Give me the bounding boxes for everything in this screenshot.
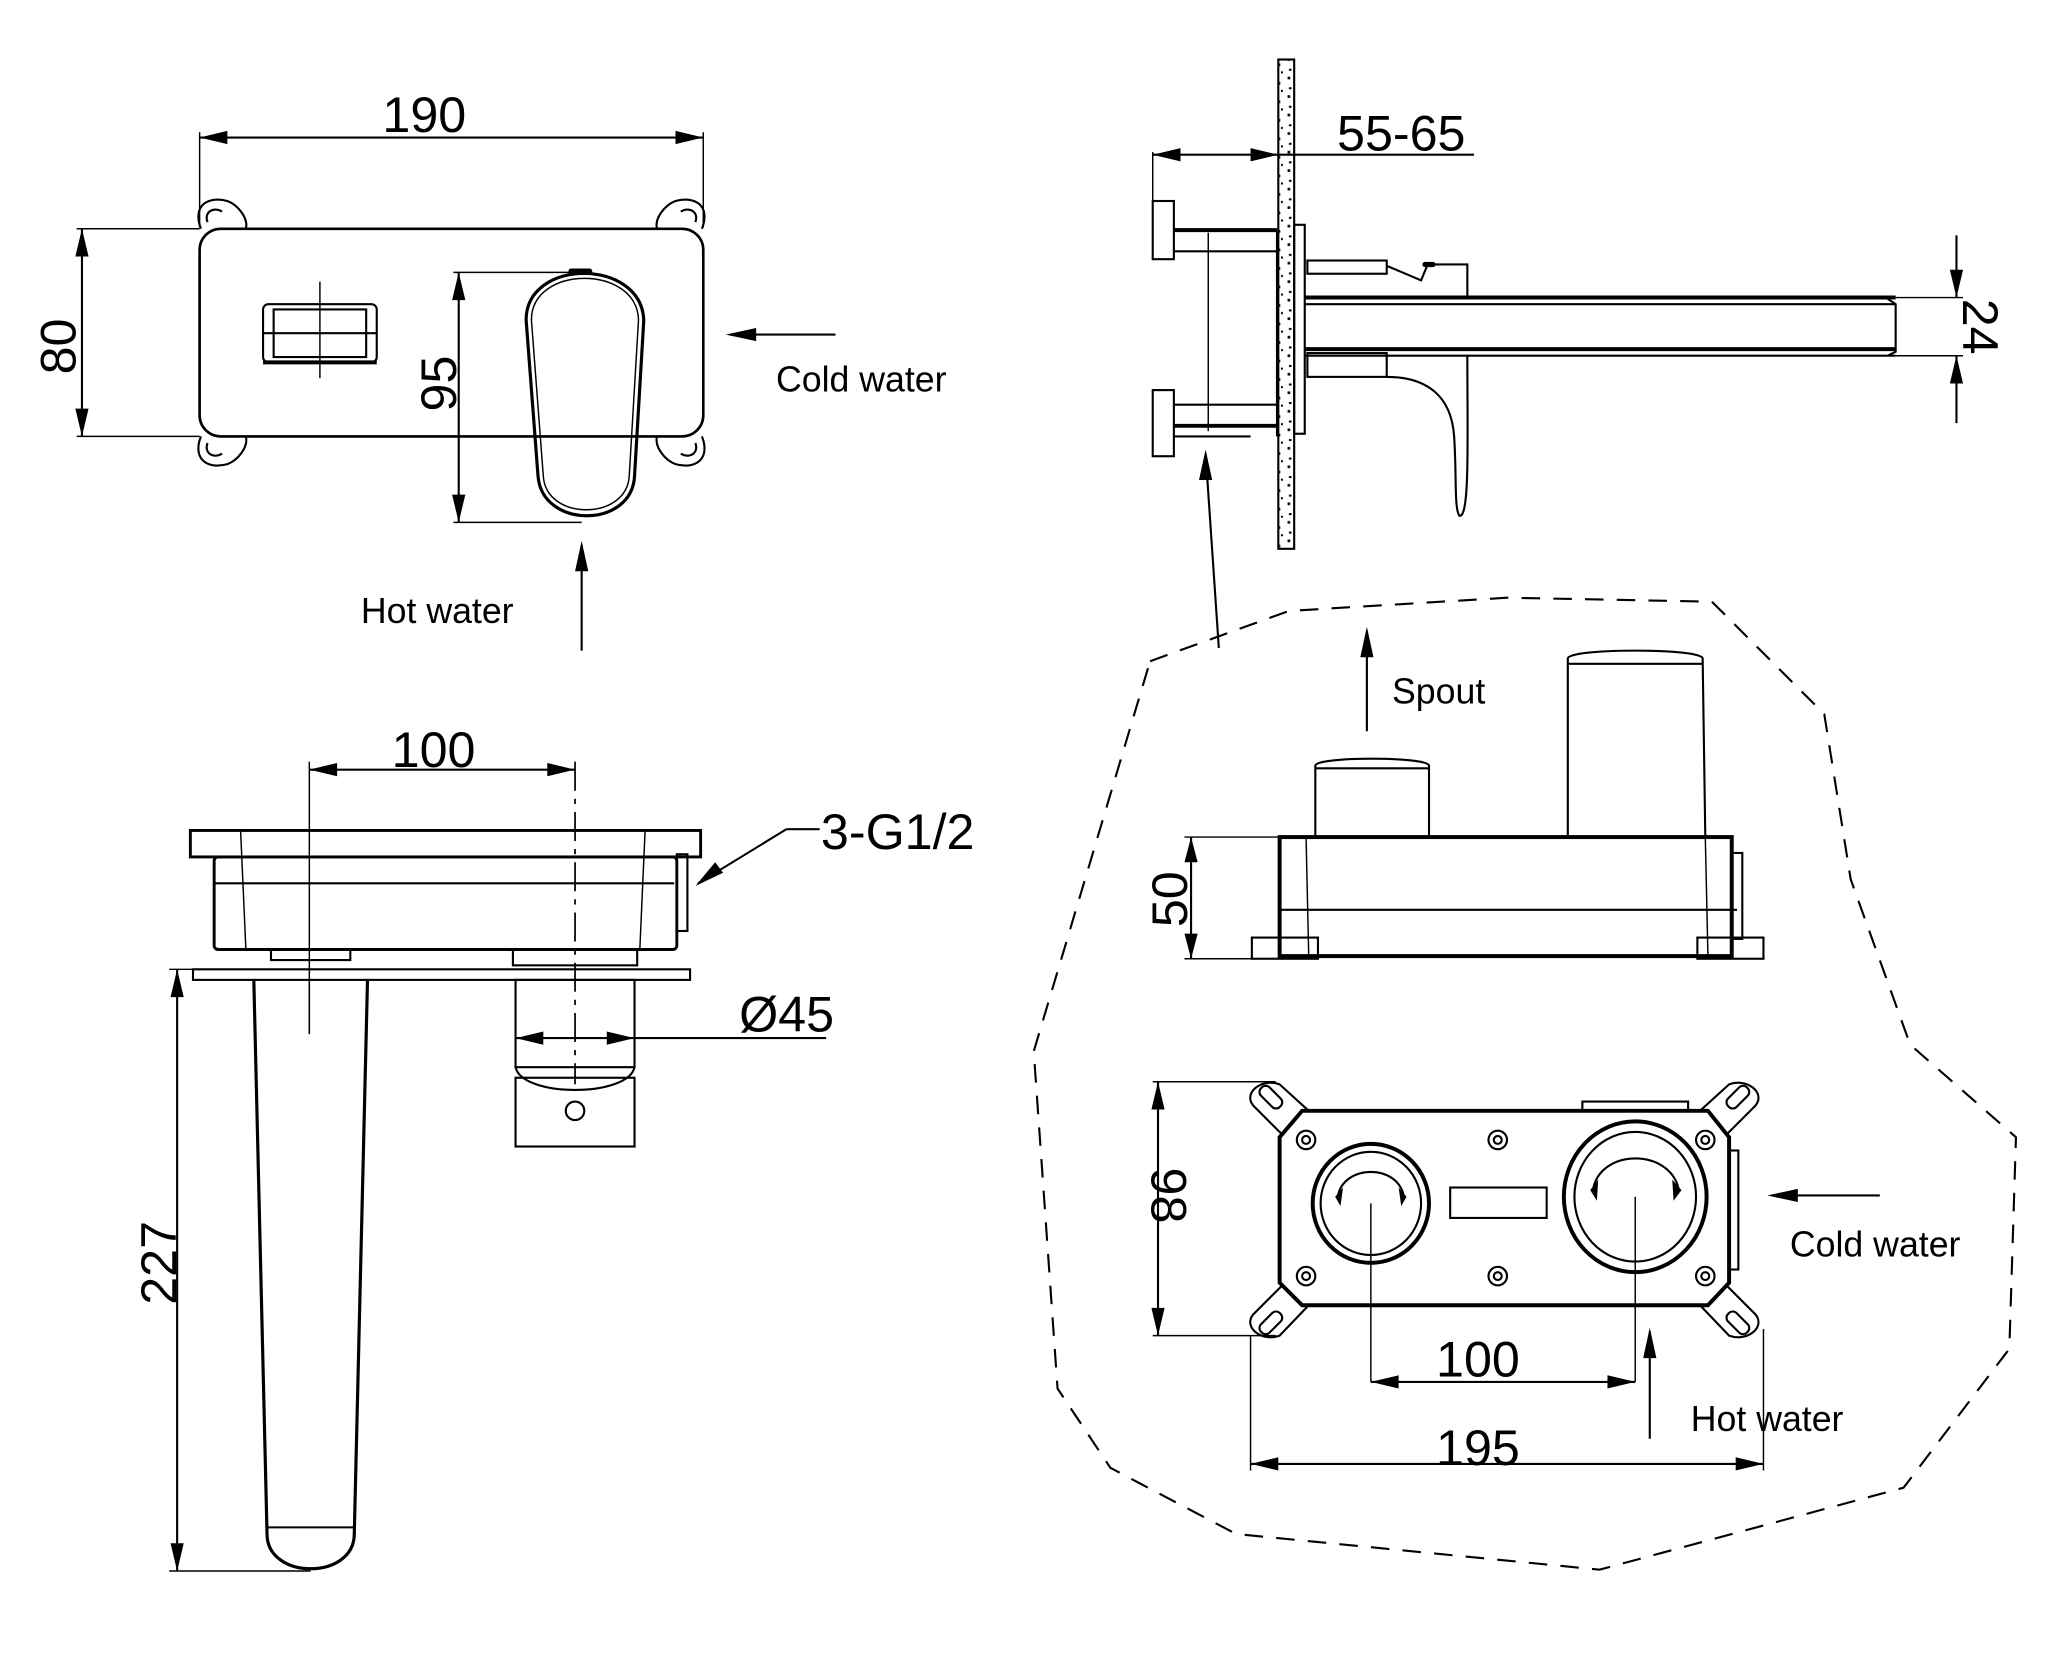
dim-label-95: 95 <box>411 356 467 412</box>
faceplate <box>198 227 705 438</box>
arrow-up-icon <box>1643 1327 1657 1359</box>
connection-label: 3-G1/2 <box>821 804 975 860</box>
front-view: 190 80 <box>30 87 947 651</box>
detail-leader <box>1204 453 1220 649</box>
dim-label-50: 50 <box>1142 871 1198 927</box>
dim-label-190: 190 <box>382 87 466 143</box>
dimension-centers-100: 100 <box>308 722 576 1035</box>
dim-label-top-100: 100 <box>392 722 476 778</box>
lever-handle-side <box>1386 355 1469 517</box>
concealed-box-detail: Spout 50 <box>1032 596 2018 1571</box>
dimension-diameter-45: Ø45 <box>515 986 834 1045</box>
diverter-knob-icon <box>262 281 378 379</box>
dimension-width-190: 190 <box>198 87 704 228</box>
dim-label-227: 227 <box>131 1221 187 1305</box>
dim-label-box-100: 100 <box>1436 1332 1520 1388</box>
box-hot-water-inlet: Hot water <box>1643 1327 1844 1439</box>
dimension-height-98: 98 <box>1140 1080 1276 1337</box>
dimension-handle-95: 95 <box>411 271 582 524</box>
dimension-box-centers-100: 100 <box>1370 1332 1636 1389</box>
dimension-height-80: 80 <box>30 228 200 438</box>
arrow-up-icon <box>575 540 589 572</box>
connection-callout: 3-G1/2 <box>695 804 975 887</box>
mounting-ears <box>197 198 706 467</box>
handle-body-top <box>514 978 636 1148</box>
dim-label-80: 80 <box>30 319 86 375</box>
spout-outlet: Spout <box>1360 626 1485 732</box>
spout-top <box>252 979 370 1571</box>
concealed-body-side <box>1151 199 1279 458</box>
concealed-body-top <box>188 829 703 967</box>
label-slot <box>1449 1186 1548 1219</box>
box-hot-water-label: Hot water <box>1691 1399 1844 1439</box>
concealed-box-front <box>1249 1081 1760 1382</box>
wall-section <box>1277 58 1296 550</box>
arrow-left-icon <box>725 327 757 342</box>
dimension-wall-depth: 55-65 <box>1152 106 1474 215</box>
cold-water-label: Cold water <box>776 359 947 399</box>
box-cold-water-label: Cold water <box>1790 1224 1961 1264</box>
detail-boundary <box>1032 596 2018 1571</box>
escutcheon-side <box>1293 223 1306 435</box>
spout-side <box>1304 259 1897 378</box>
screw-icons <box>1295 1129 1716 1287</box>
dimension-spout-227: 227 <box>131 968 311 1572</box>
dimension-spout-24: 24 <box>1895 235 2008 424</box>
dim-label-diameter-45: Ø45 <box>739 986 834 1042</box>
dim-label-98: 98 <box>1140 1167 1196 1223</box>
dim-label-24: 24 <box>1952 299 2008 355</box>
concealed-box-elevation <box>1250 649 1765 960</box>
hot-water-label: Hot water <box>361 591 514 631</box>
wall-plate-top <box>191 968 692 981</box>
arrow-left-icon <box>1767 1188 1798 1203</box>
lever-handle <box>524 268 646 518</box>
box-cold-water-inlet: Cold water <box>1767 1188 1961 1264</box>
dim-label-55-65: 55-65 <box>1337 106 1465 162</box>
dimension-depth-50: 50 <box>1142 836 1280 960</box>
dimension-width-195: 195 <box>1249 1329 1765 1476</box>
hot-water-inlet: Hot water <box>361 540 589 651</box>
spout-label: Spout <box>1392 672 1485 712</box>
cold-water-inlet: Cold water <box>725 327 947 399</box>
side-view: 55-65 <box>1151 58 2008 649</box>
arrow-up-icon <box>1360 626 1374 658</box>
top-view: 100 3-G1/2 <box>131 722 975 1572</box>
dim-label-195: 195 <box>1436 1420 1520 1476</box>
